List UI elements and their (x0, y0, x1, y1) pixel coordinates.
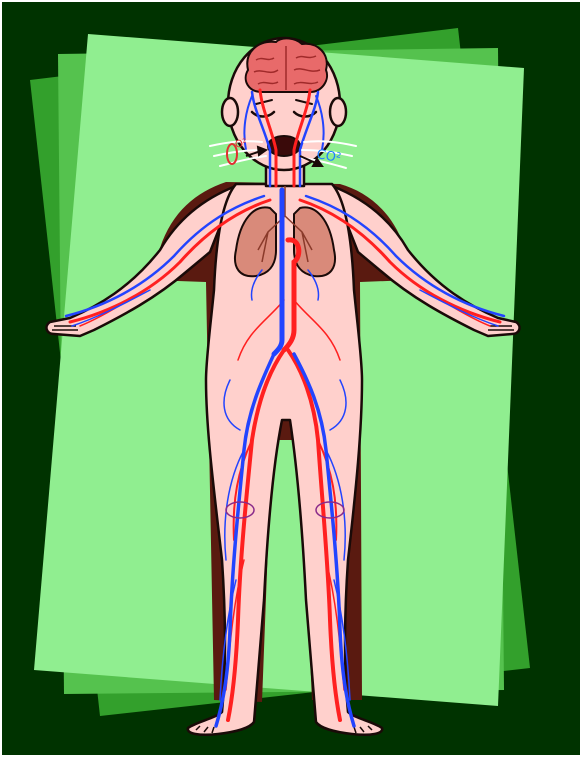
brain (246, 38, 327, 92)
left-ear (222, 98, 238, 126)
right-ear (330, 98, 346, 126)
